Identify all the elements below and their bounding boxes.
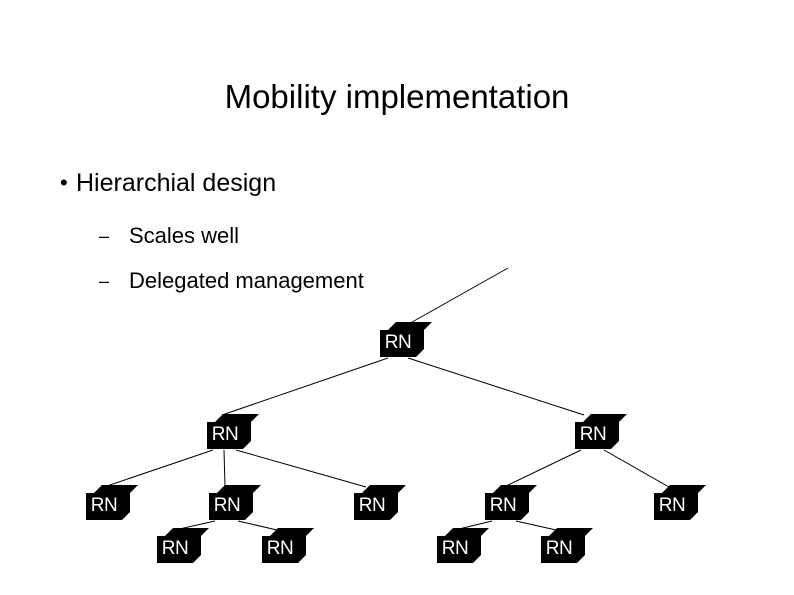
tree-edge bbox=[235, 449, 367, 488]
node-label: RN bbox=[575, 422, 611, 449]
tree-node-rn[interactable]: RN bbox=[437, 528, 489, 563]
node-label: RN bbox=[437, 536, 473, 563]
page-title: Mobility implementation bbox=[224, 78, 570, 115]
bullet-text-scales-well: Scales well bbox=[129, 223, 240, 248]
tree-edge bbox=[407, 357, 585, 416]
tree-node-rn[interactable]: RN bbox=[485, 485, 537, 520]
bullet-item-level2-delegated-management: – Delegated management bbox=[99, 267, 364, 295]
tree-edge bbox=[515, 520, 557, 531]
tree-node-rn[interactable]: RN bbox=[541, 528, 593, 563]
tree-edge bbox=[397, 267, 509, 331]
tree-edge bbox=[503, 449, 582, 488]
bullet-item-level1: • Hierarchial design bbox=[60, 168, 276, 198]
tree-edge bbox=[603, 449, 670, 488]
tree-edge bbox=[103, 449, 214, 488]
tree-node-rn[interactable]: RN bbox=[380, 322, 432, 357]
node-label: RN bbox=[207, 422, 243, 449]
tree-edge bbox=[237, 520, 278, 531]
tree-node-rn[interactable]: RN bbox=[157, 528, 209, 563]
tree-edge bbox=[223, 449, 226, 488]
tree-edge bbox=[221, 357, 389, 416]
bullet-marker-dot: • bbox=[60, 170, 68, 195]
node-label: RN bbox=[262, 536, 298, 563]
node-label: RN bbox=[86, 493, 122, 520]
tree-node-rn[interactable]: RN bbox=[262, 528, 314, 563]
bullet-item-level2-scales-well: – Scales well bbox=[99, 222, 239, 250]
node-label: RN bbox=[354, 493, 390, 520]
tree-node-rn[interactable]: RN bbox=[575, 414, 627, 449]
bullet-text-hierarchial-design: Hierarchial design bbox=[76, 169, 277, 197]
tree-node-rn[interactable]: RN bbox=[86, 485, 138, 520]
node-label: RN bbox=[209, 493, 245, 520]
bullet-marker-dash: – bbox=[99, 226, 110, 246]
node-label: RN bbox=[654, 493, 690, 520]
node-label: RN bbox=[157, 536, 193, 563]
node-label: RN bbox=[485, 493, 521, 520]
tree-node-rn[interactable]: RN bbox=[209, 485, 261, 520]
tree-node-rn[interactable]: RN bbox=[207, 414, 259, 449]
tree-node-rn[interactable]: RN bbox=[654, 485, 706, 520]
node-label: RN bbox=[380, 330, 416, 357]
tree-node-rn[interactable]: RN bbox=[354, 485, 406, 520]
node-label: RN bbox=[541, 536, 577, 563]
bullet-marker-dash: – bbox=[99, 271, 110, 291]
bullet-text-delegated-management: Delegated management bbox=[129, 268, 364, 293]
